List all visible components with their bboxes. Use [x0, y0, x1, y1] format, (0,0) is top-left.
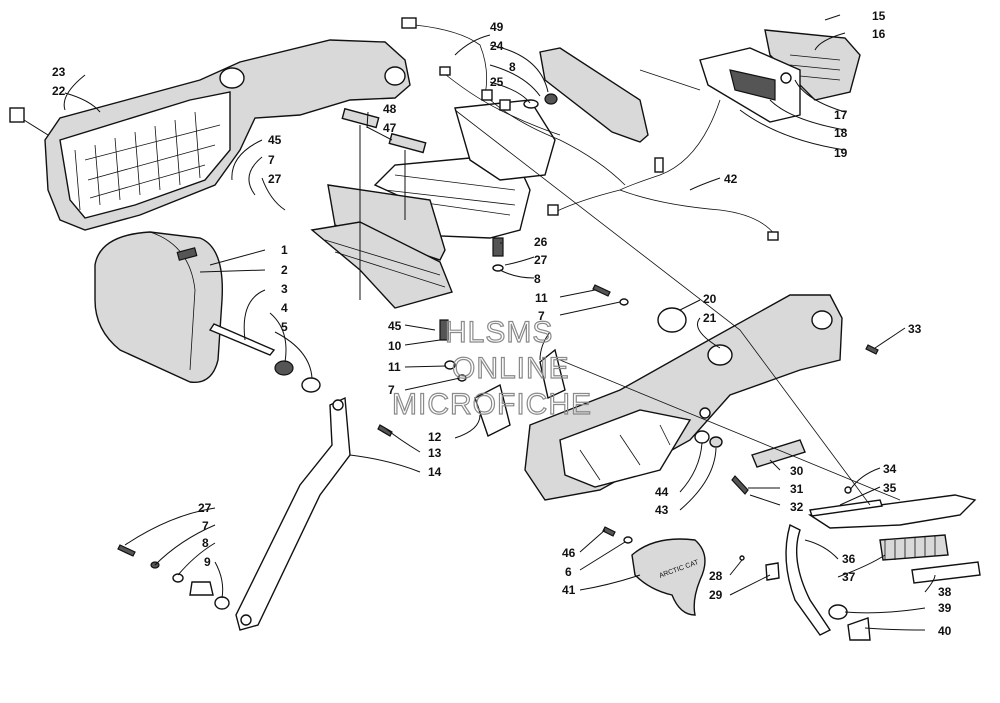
callout-35: 35 — [883, 481, 897, 495]
callout-42: 42 — [724, 172, 738, 186]
frame-clip — [9, 107, 25, 123]
backrest-pad — [94, 231, 276, 384]
callout-11: 11 — [535, 291, 548, 305]
callout-38: 38 — [938, 585, 952, 599]
callout-1: 1 — [281, 243, 288, 257]
callout-24: 24 — [490, 39, 504, 53]
callout-6: 6 — [565, 565, 572, 579]
reflector — [751, 439, 806, 468]
callout-21: 21 — [703, 311, 717, 325]
callout-40: 40 — [938, 624, 952, 638]
grab-handle — [785, 494, 981, 636]
callout-2: 2 — [281, 263, 288, 277]
bracket-plate — [474, 383, 511, 437]
hub-cap — [631, 538, 706, 616]
washer — [274, 360, 294, 376]
stud-bolt — [208, 323, 276, 356]
callout-8-rack: 8 — [534, 272, 541, 286]
callout-9: 9 — [204, 555, 211, 569]
callout-23: 23 — [52, 65, 66, 79]
callout-28: 28 — [709, 569, 723, 583]
lower-left-hardware — [117, 544, 230, 610]
callout-17: 17 — [834, 108, 848, 122]
right-frame-assembly — [524, 294, 843, 501]
callout-47: 47 — [383, 121, 397, 135]
mount-plate — [539, 348, 566, 400]
callout-labels: 1 2 3 4 5 6 7 8 9 10 11 12 13 14 15 16 1… — [52, 9, 952, 638]
callout-11-mid: 11 — [388, 360, 401, 374]
callout-29: 29 — [709, 588, 723, 602]
callout-36: 36 — [842, 552, 856, 566]
callout-37: 37 — [842, 570, 856, 584]
watermark-line-1: HLSMS — [445, 316, 553, 349]
callout-12: 12 — [428, 430, 442, 444]
callout-13: 13 — [428, 446, 442, 460]
callout-46: 46 — [562, 546, 576, 560]
callout-33: 33 — [908, 322, 922, 336]
callout-20: 20 — [703, 292, 717, 306]
callout-27-rack: 27 — [534, 253, 548, 267]
callout-44: 44 — [655, 485, 669, 499]
callout-14: 14 — [428, 465, 442, 479]
callout-5: 5 — [281, 320, 288, 334]
callout-30: 30 — [790, 464, 804, 478]
callout-39: 39 — [938, 601, 952, 615]
callout-27-lower: 27 — [198, 501, 212, 515]
callout-7-mid: 7 — [388, 383, 395, 397]
taillight-bracket — [454, 47, 649, 181]
watermark-line-3: MICROFICHE — [392, 388, 592, 421]
callout-34: 34 — [883, 462, 897, 476]
callout-45: 45 — [268, 133, 282, 147]
callout-41: 41 — [562, 583, 576, 597]
callout-7: 7 — [268, 153, 275, 167]
spacer — [301, 377, 321, 393]
callout-49: 49 — [490, 20, 504, 34]
watermark: HLSMS ONLINE MICROFICHE — [391, 315, 592, 421]
callout-7-right: 7 — [538, 309, 545, 323]
decal — [657, 307, 687, 333]
callout-43: 43 — [655, 503, 669, 517]
callout-16: 16 — [872, 27, 886, 41]
support-arm — [235, 396, 351, 631]
rack-assembly — [310, 107, 531, 309]
callout-19: 19 — [834, 146, 848, 160]
callout-32: 32 — [790, 500, 804, 514]
leader-lines — [63, 14, 936, 631]
callout-15: 15 — [872, 9, 886, 23]
callout-8-lower: 8 — [202, 536, 209, 550]
callout-31: 31 — [790, 482, 804, 496]
callout-3: 3 — [281, 282, 288, 296]
callout-25: 25 — [490, 75, 504, 89]
taillight — [699, 29, 861, 123]
callout-26: 26 — [534, 235, 548, 249]
callout-18: 18 — [834, 126, 848, 140]
callout-45-mid: 45 — [388, 319, 402, 333]
left-frame-assembly — [9, 39, 411, 231]
callout-10: 10 — [388, 339, 402, 353]
callout-8: 8 — [509, 60, 516, 74]
callout-7-lower: 7 — [202, 519, 209, 533]
callout-4: 4 — [281, 301, 288, 315]
callout-27: 27 — [268, 172, 282, 186]
watermark-line-2: ONLINE — [452, 352, 570, 385]
wiring-harness — [401, 17, 779, 241]
callout-48: 48 — [383, 102, 397, 116]
callout-22: 22 — [52, 84, 66, 98]
